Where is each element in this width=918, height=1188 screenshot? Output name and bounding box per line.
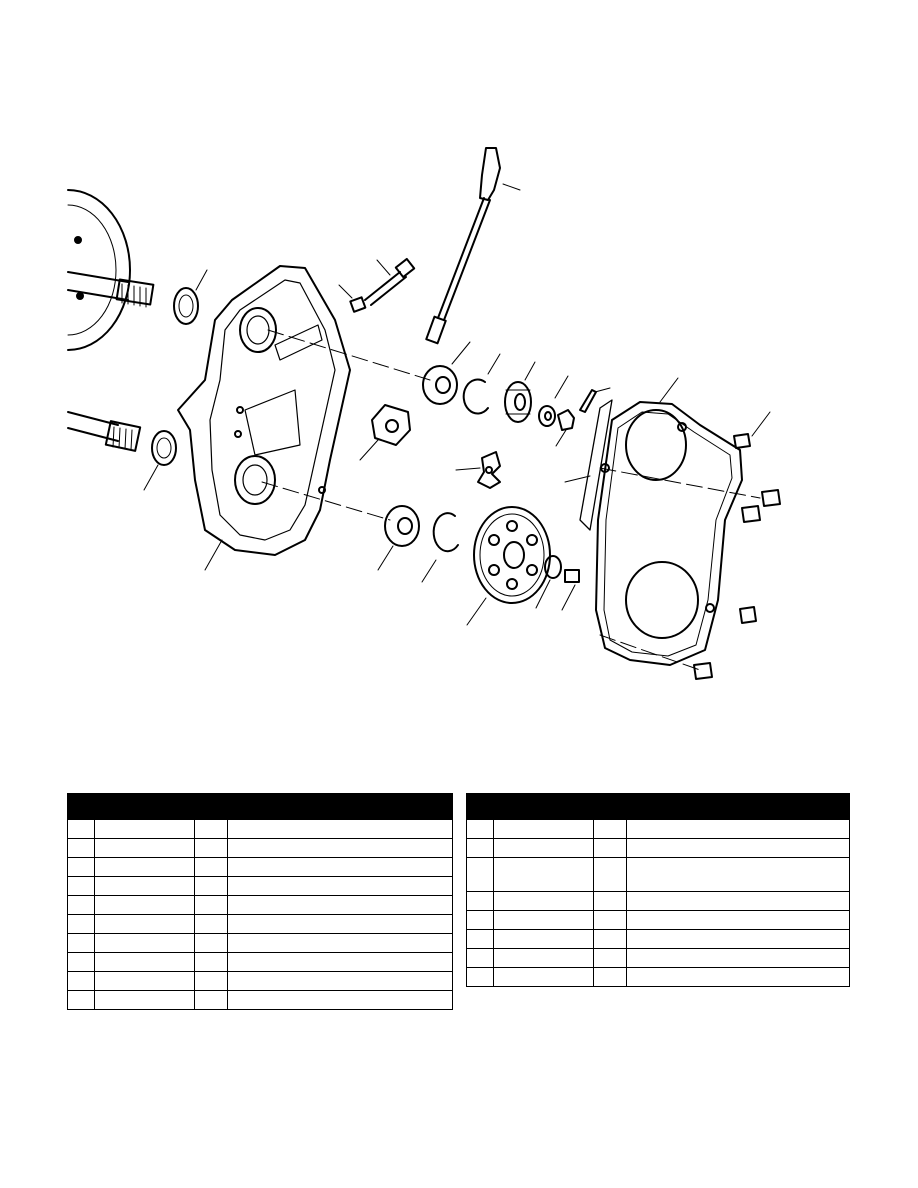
lower-snap-ring bbox=[432, 512, 459, 553]
upper-shaft bbox=[67, 271, 155, 308]
tensioner-block bbox=[371, 404, 411, 446]
long-bolt bbox=[364, 257, 416, 306]
table-row bbox=[67, 990, 453, 1010]
upper-washer bbox=[538, 405, 556, 427]
sprocket-bolt bbox=[564, 569, 580, 583]
upper-bearing bbox=[422, 365, 458, 405]
cover-bolts bbox=[693, 433, 781, 680]
drive-chain bbox=[477, 451, 501, 489]
leader-lines bbox=[143, 183, 771, 626]
table-row bbox=[466, 891, 850, 911]
table-row bbox=[67, 971, 453, 991]
table-row bbox=[466, 910, 850, 930]
table-header bbox=[67, 793, 453, 820]
table-row bbox=[67, 876, 453, 896]
dipstick bbox=[425, 147, 501, 345]
parts-table-right bbox=[466, 793, 850, 987]
cotter-pin bbox=[579, 389, 597, 413]
table-row bbox=[67, 933, 453, 953]
lower-bearing bbox=[384, 505, 420, 547]
lower-seal bbox=[151, 430, 177, 466]
chaincase-cover bbox=[595, 401, 743, 666]
upper-snap-ring bbox=[462, 378, 489, 415]
table-row bbox=[67, 914, 453, 934]
castle-nut bbox=[557, 409, 575, 431]
hex-nut bbox=[349, 296, 367, 313]
axis-lines bbox=[261, 329, 761, 671]
table-row bbox=[67, 952, 453, 972]
table-row bbox=[466, 929, 850, 949]
table-row bbox=[466, 857, 850, 892]
table-row bbox=[466, 948, 850, 968]
large-sprocket bbox=[473, 506, 551, 604]
table-header bbox=[466, 793, 850, 820]
table-row bbox=[67, 838, 453, 858]
table-row bbox=[466, 967, 850, 987]
lower-shaft bbox=[67, 411, 142, 452]
table-row bbox=[67, 819, 453, 839]
upper-sprocket bbox=[504, 381, 532, 423]
exploded-parts-diagram bbox=[67, 147, 781, 680]
sprocket-washer bbox=[544, 555, 562, 579]
parts-table-left bbox=[67, 793, 453, 1010]
table-row bbox=[67, 857, 453, 877]
upper-seal bbox=[173, 287, 199, 325]
wheel-hub bbox=[67, 189, 131, 351]
chaincase-housing bbox=[177, 265, 351, 556]
table-row bbox=[67, 895, 453, 915]
table-row bbox=[466, 819, 850, 839]
table-row bbox=[466, 838, 850, 858]
gasket bbox=[579, 399, 613, 531]
